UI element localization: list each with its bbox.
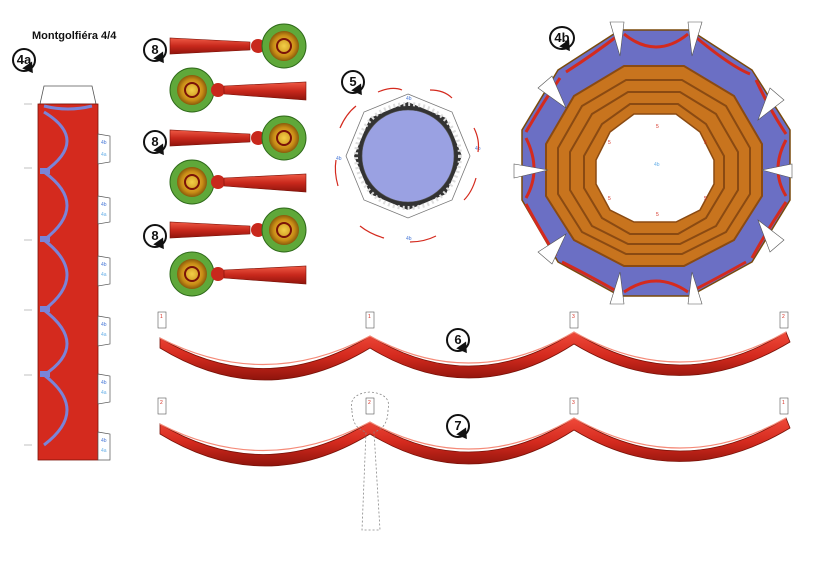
- tab-label: 4b: [101, 262, 107, 268]
- tab-label: 4b: [336, 156, 342, 162]
- part-4b-ring: 5 5 5 5 5 5 4b: [513, 21, 793, 305]
- tab-label: 4b: [406, 96, 412, 102]
- hanger-outline: [351, 391, 389, 531]
- label-8-mid: 8: [143, 130, 169, 159]
- tab-label: 2: [782, 314, 785, 320]
- tab-label: 4a: [101, 272, 107, 278]
- sheet-title: Montgolfiéra 4/4: [32, 30, 117, 42]
- tab-label: 4b: [101, 202, 107, 208]
- tab-label: 5: [656, 212, 659, 218]
- tab-label: 5: [704, 196, 707, 202]
- label-6: 6: [446, 328, 472, 357]
- tab-label: 5: [704, 140, 707, 146]
- part-4a-strip: 4b 4a 4b 4a 4b 4a 4b 4a 4b 4a 4b 4a: [24, 85, 111, 461]
- tab-label: 5: [608, 196, 611, 202]
- tab-label: 5: [608, 140, 611, 146]
- tab-label: 4b: [101, 140, 107, 146]
- label-8-bottom: 8: [143, 224, 169, 253]
- tab-label: 2: [368, 400, 371, 406]
- tab-label: 4a: [101, 332, 107, 338]
- tab-label: 4a: [101, 390, 107, 396]
- label-8-top: 8: [143, 38, 169, 67]
- tab-label: 1: [160, 314, 163, 320]
- tab-label: 5: [656, 124, 659, 130]
- label-4a: 4a: [12, 48, 38, 77]
- label-4b: 4b: [549, 26, 575, 55]
- part-5-disc: 4b 4b 4b 4b: [334, 87, 481, 243]
- tab-label: 4b: [101, 438, 107, 444]
- tab-label: 4b: [654, 162, 660, 168]
- tab-label: 4a: [101, 152, 107, 158]
- tab-label: 4b: [101, 322, 107, 328]
- label-7: 7: [446, 414, 472, 443]
- tab-label: 4b: [101, 380, 107, 386]
- tab-label: 4b: [406, 236, 412, 242]
- tab-label: 1: [782, 400, 785, 406]
- label-5: 5: [341, 70, 367, 99]
- tab-label: 4a: [101, 212, 107, 218]
- part-7-garland: 2 2 3 1: [157, 391, 791, 531]
- tab-label: 1: [368, 314, 371, 320]
- part-8-tassels: [169, 23, 307, 297]
- tab-label: 4a: [101, 448, 107, 454]
- tab-label: 2: [160, 400, 163, 406]
- tab-label: 3: [572, 400, 575, 406]
- part-6-garland: 1 1 3 2: [157, 311, 791, 381]
- tab-label: 3: [572, 314, 575, 320]
